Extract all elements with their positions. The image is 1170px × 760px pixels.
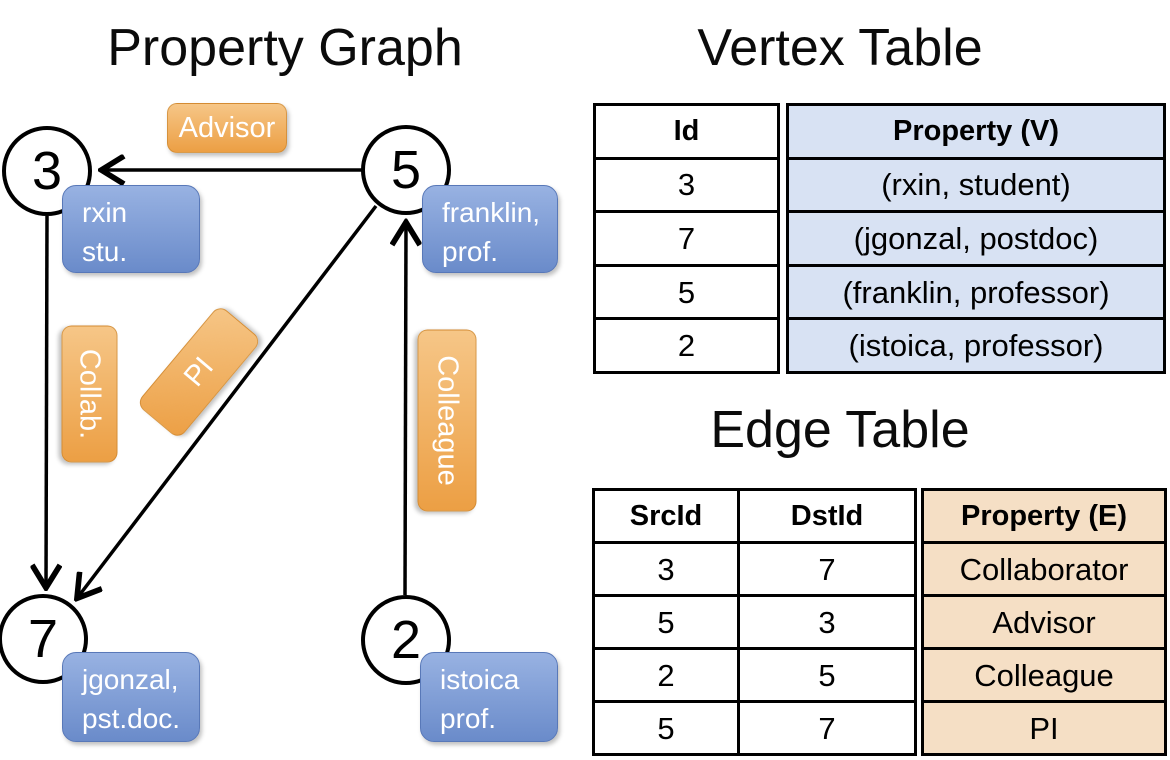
vertex-table-title: Vertex Table bbox=[697, 19, 983, 77]
table-row: 2 5 bbox=[595, 647, 914, 700]
vertex-col-header-id: Id bbox=[673, 114, 700, 147]
table-row: Collaborator bbox=[924, 541, 1164, 594]
table-row: 5 7 bbox=[595, 700, 914, 753]
table-row: 5 bbox=[596, 263, 777, 318]
vertex-label-istoica-line2: prof. bbox=[440, 703, 497, 734]
edge-dstid-cell: 5 bbox=[818, 657, 836, 693]
vertex-label-jgonzal-line1: jgonzal, bbox=[82, 664, 179, 695]
vertex-col-header-property: Property (V) bbox=[893, 114, 1059, 147]
node-7-id: 7 bbox=[27, 609, 59, 669]
vertex-label-rxin: rxin stu. bbox=[62, 185, 200, 273]
vertex-id-cell: 7 bbox=[677, 220, 696, 256]
edge-srcid-cell: 2 bbox=[595, 650, 740, 700]
node-5-id: 5 bbox=[390, 140, 422, 200]
vertex-property-cell: (rxin, student) bbox=[881, 167, 1071, 203]
table-row: (istoica, professor) bbox=[789, 317, 1163, 371]
vertex-property-cell: (jgonzal, postdoc) bbox=[853, 220, 1099, 256]
edge-property-cell: Advisor bbox=[992, 604, 1096, 640]
edge-srcid-cell: 5 bbox=[595, 703, 740, 753]
vertex-label-istoica: istoica prof. bbox=[420, 652, 558, 742]
edge-dstid-cell: 7 bbox=[818, 551, 836, 587]
edge-col-header-property: Property (E) bbox=[961, 499, 1127, 532]
table-row: (franklin, professor) bbox=[789, 263, 1163, 318]
edge-5-to-7-pi bbox=[78, 204, 378, 597]
vertex-label-franklin: franklin, prof. bbox=[422, 185, 558, 273]
table-row: Advisor bbox=[924, 594, 1164, 647]
node-2-id: 2 bbox=[390, 610, 422, 670]
edge-3-to-7-collab bbox=[46, 215, 47, 586]
vertex-label-rxin-line1: rxin bbox=[82, 197, 128, 228]
edge-2-to-5-colleague bbox=[405, 224, 406, 596]
vertex-table-property-column: Property (V) (rxin, student) (jgonzal, p… bbox=[786, 103, 1166, 374]
vertex-label-franklin-line2: prof. bbox=[442, 236, 499, 267]
edge-table-id-columns: SrcId DstId 3 7 5 3 2 5 5 7 bbox=[592, 488, 917, 756]
vertex-label-jgonzal: jgonzal, pst.doc. bbox=[62, 652, 200, 742]
table-row: 3 7 bbox=[595, 541, 914, 594]
vertex-label-franklin-line1: franklin, bbox=[442, 197, 541, 228]
node-3-id: 3 bbox=[31, 141, 63, 201]
graph-node-2: 2 bbox=[361, 595, 451, 685]
table-row: (rxin, student) bbox=[789, 156, 1163, 211]
edge-col-header-srcid: SrcId bbox=[595, 491, 740, 541]
table-row: (jgonzal, postdoc) bbox=[789, 210, 1163, 264]
edge-property-cell: PI bbox=[1029, 710, 1059, 746]
property-graph-title: Property Graph bbox=[107, 19, 463, 77]
vertex-table-id-column: Id 3 7 5 2 bbox=[593, 103, 780, 374]
table-row: PI bbox=[924, 700, 1164, 753]
vertex-label-rxin-line2: stu. bbox=[82, 236, 128, 267]
edge-label-collab: Collab. bbox=[61, 325, 118, 463]
edge-srcid-cell: 3 bbox=[595, 544, 740, 594]
vertex-id-cell: 3 bbox=[677, 167, 696, 203]
edge-table-title: Edge Table bbox=[710, 401, 970, 459]
edge-label-advisor: Advisor bbox=[167, 103, 287, 153]
vertex-label-jgonzal-line2: pst.doc. bbox=[82, 703, 181, 734]
edge-srcid-cell: 5 bbox=[595, 597, 740, 647]
vertex-property-cell: (franklin, professor) bbox=[842, 274, 1110, 310]
table-row: Colleague bbox=[924, 647, 1164, 700]
vertex-property-cell: (istoica, professor) bbox=[848, 328, 1104, 364]
edge-table-property-column: Property (E) Collaborator Advisor Collea… bbox=[921, 488, 1167, 756]
edge-label-colleague: Colleague bbox=[417, 329, 477, 512]
edge-dstid-cell: 7 bbox=[818, 710, 836, 746]
vertex-label-istoica-line1: istoica bbox=[440, 664, 520, 695]
table-row: 2 bbox=[596, 317, 777, 371]
table-row: 3 bbox=[596, 156, 777, 211]
edge-col-header-dstid: DstId bbox=[790, 499, 864, 532]
edge-property-cell: Colleague bbox=[974, 657, 1114, 693]
edge-dstid-cell: 3 bbox=[818, 604, 836, 640]
vertex-id-cell: 2 bbox=[677, 328, 696, 364]
table-row: 7 bbox=[596, 210, 777, 264]
table-row: 5 3 bbox=[595, 594, 914, 647]
graph-node-5: 5 bbox=[361, 125, 451, 215]
vertex-id-cell: 5 bbox=[677, 274, 696, 310]
graph-edges-canvas bbox=[0, 0, 585, 760]
edge-property-cell: Collaborator bbox=[959, 551, 1129, 587]
